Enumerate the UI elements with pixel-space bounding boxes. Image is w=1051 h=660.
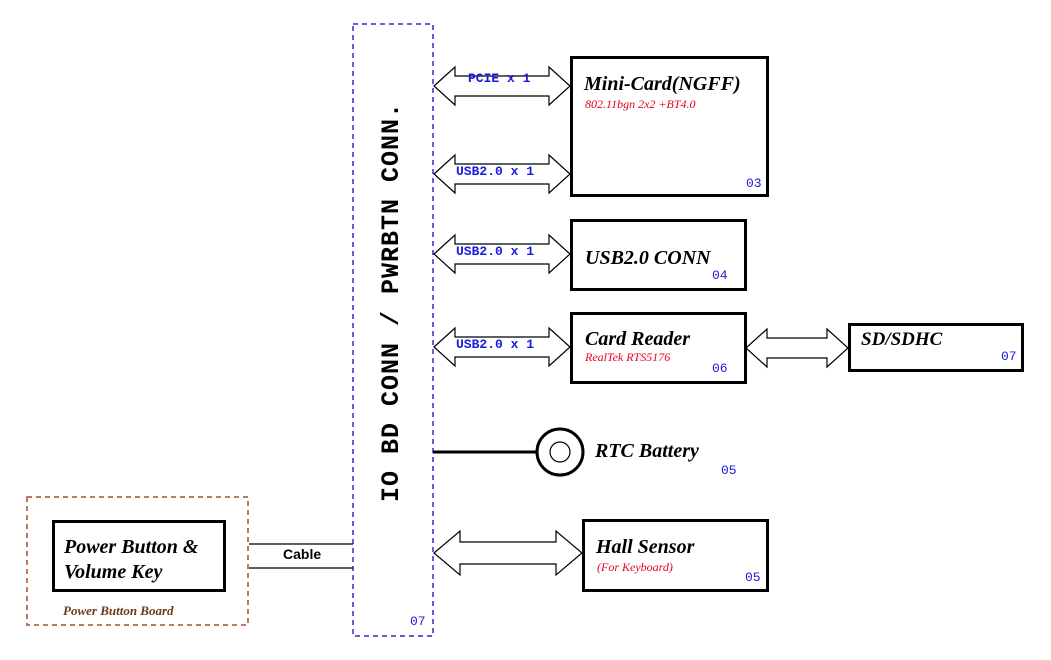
usb-conn-title: USB2.0 CONN bbox=[585, 247, 711, 269]
hall-page: 05 bbox=[745, 570, 761, 585]
rtc-title: RTC Battery bbox=[595, 440, 699, 462]
hall-box: Hall Sensor (For Keyboard) 05 bbox=[582, 519, 769, 592]
sdhc-box: SD/SDHC 07 bbox=[848, 323, 1024, 372]
cardreader-title: Card Reader bbox=[585, 328, 690, 350]
cardreader-sd-arrow bbox=[745, 327, 849, 369]
rtc-battery-inner bbox=[549, 441, 571, 463]
hall-subtitle: (For Keyboard) bbox=[597, 560, 673, 574]
power-button-title-line2: Volume Key bbox=[64, 561, 163, 583]
power-board-label: Power Button Board bbox=[63, 603, 174, 618]
cable-label: Cable bbox=[283, 546, 322, 562]
hall-arrow bbox=[433, 529, 583, 577]
power-board-frame bbox=[26, 496, 249, 626]
sdhc-title: SD/SDHC bbox=[861, 329, 943, 350]
minicard-subtitle: 802.11bgn 2x2 +BT4.0 bbox=[585, 97, 696, 111]
minicard-title: Mini-Card(NGFF) bbox=[584, 73, 741, 95]
io-connector-frame bbox=[352, 23, 434, 637]
io-connector-label: IO BD CONN / PWRBTN CONN. bbox=[377, 101, 406, 503]
cardreader-page: 06 bbox=[712, 361, 728, 376]
cardreader-subtitle: RealTek RTS5176 bbox=[585, 350, 671, 364]
rtc-page: 05 bbox=[721, 463, 737, 478]
cardreader-box: Card Reader RealTek RTS5176 06 bbox=[570, 312, 747, 384]
usb-conn-label: USB2.0 x 1 bbox=[456, 244, 535, 259]
usb-cardreader-label: USB2.0 x 1 bbox=[456, 337, 535, 352]
sdhc-page: 07 bbox=[1001, 349, 1017, 364]
usb-conn-box: USB2.0 CONN 04 bbox=[570, 219, 747, 291]
hall-title: Hall Sensor bbox=[596, 536, 695, 558]
minicard-page: 03 bbox=[746, 176, 762, 191]
io-connector-page: 07 bbox=[410, 614, 426, 629]
power-button-title-line1: Power Button & bbox=[64, 536, 199, 558]
minicard-box: Mini-Card(NGFF) 802.11bgn 2x2 +BT4.0 03 bbox=[570, 56, 769, 197]
usb-minicard-label: USB2.0 x 1 bbox=[456, 164, 535, 179]
pcie-label: PCIE x 1 bbox=[468, 71, 531, 86]
usb-conn-page: 04 bbox=[712, 268, 728, 283]
power-button-box: Power Button & Volume Key bbox=[52, 520, 226, 592]
